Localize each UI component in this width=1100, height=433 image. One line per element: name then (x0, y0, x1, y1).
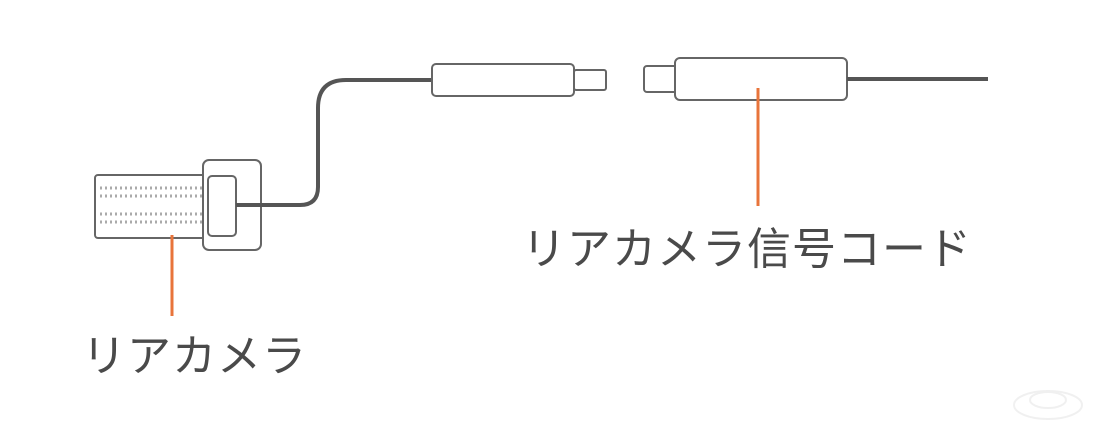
watermark-logo (1013, 390, 1083, 420)
rear-camera-signal-cord-label: リアカメラ信号コード (522, 224, 972, 275)
signal-cord-socket (643, 57, 848, 101)
camera-cable-plug (431, 63, 607, 97)
rear-camera-label: リアカメラ (82, 331, 307, 382)
rear-camera-cable (236, 78, 432, 207)
rear-camera-cable-boot (207, 175, 237, 237)
